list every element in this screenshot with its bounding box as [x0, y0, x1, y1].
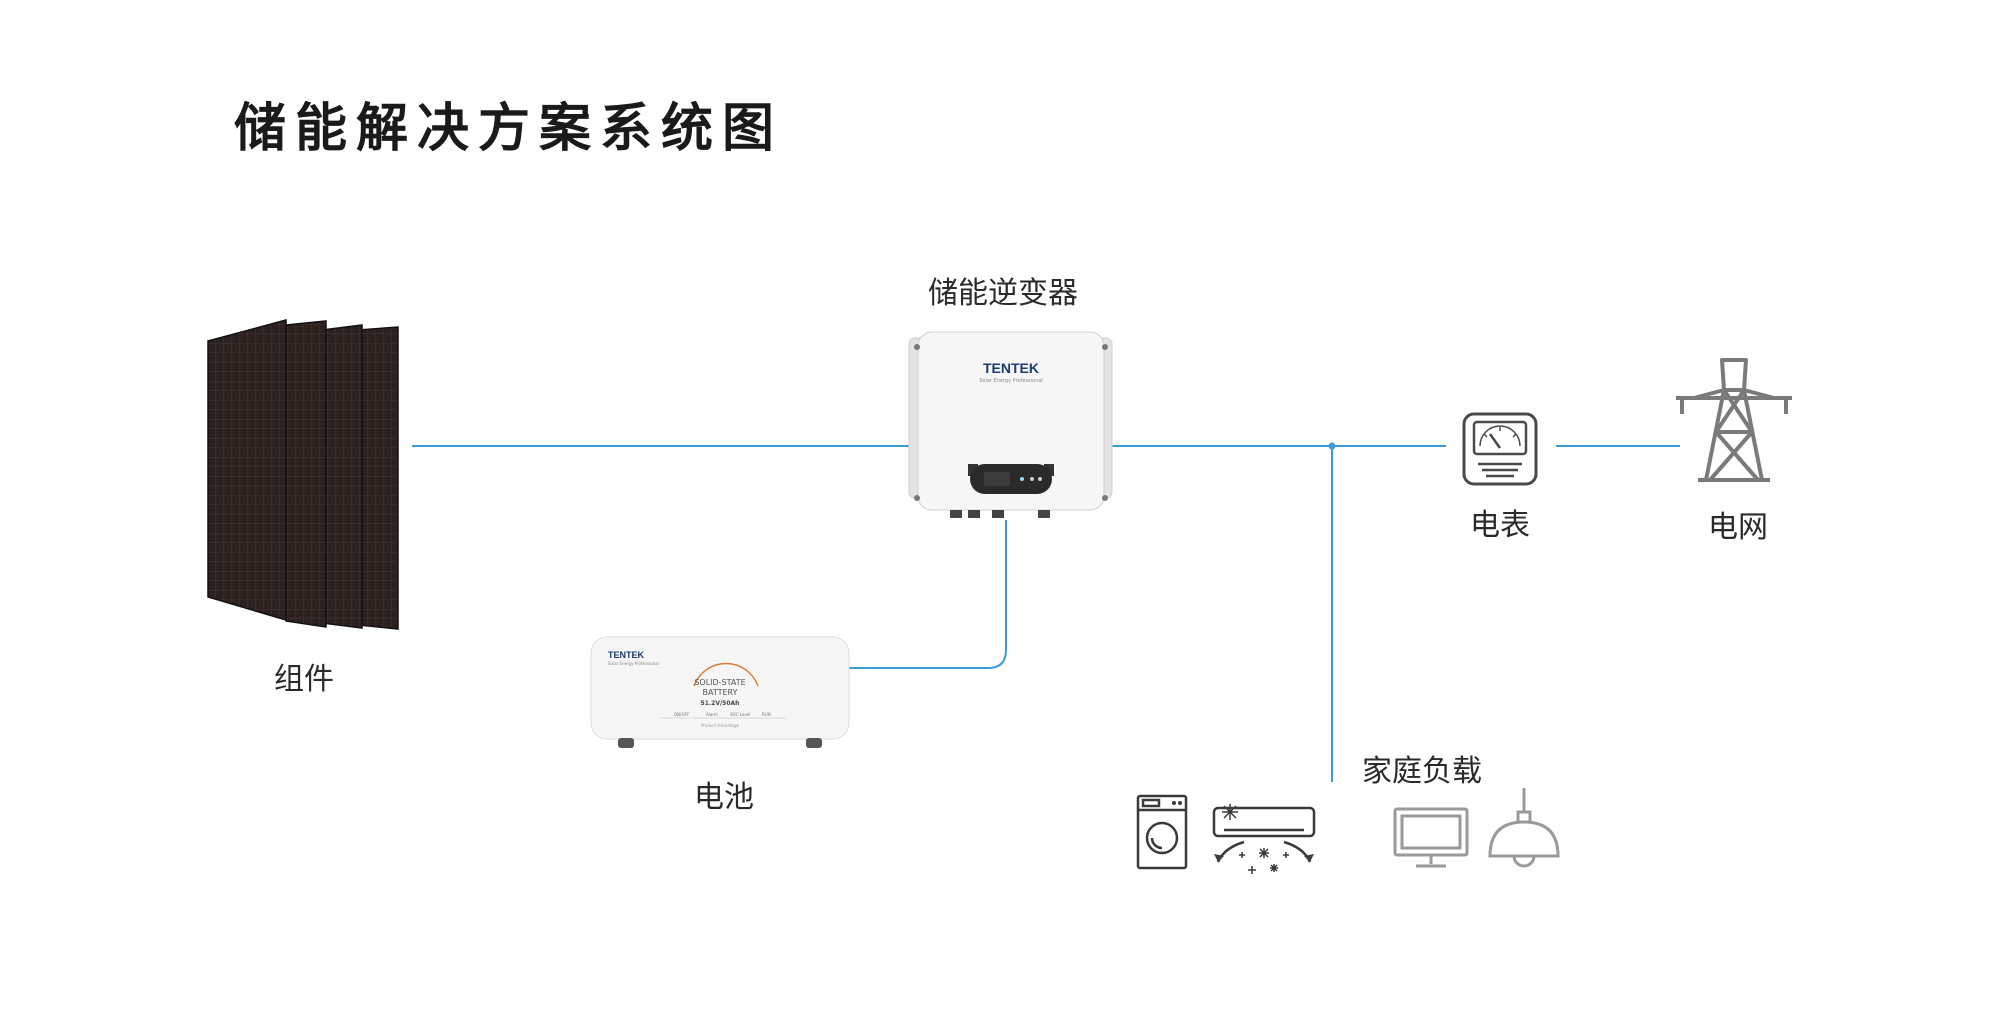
battery-line1: SOLID-STATE	[694, 678, 746, 687]
inverter-tagline: Solar Energy Professional	[979, 378, 1043, 384]
battery-tagline: Solar Energy Professional	[608, 661, 659, 666]
battery-device: TENTEK Solar Energy Professional SOLID-S…	[590, 636, 850, 748]
solar-panels-icon	[207, 319, 399, 630]
page-title: 储能解决方案系统图	[234, 99, 784, 159]
panels-label: 组件	[274, 662, 334, 697]
grid-label: 电网	[1708, 510, 1768, 545]
inverter-body-icon	[908, 331, 1113, 518]
loads-label: 家庭负载	[1362, 754, 1482, 789]
battery-status-soc: SOC Level	[730, 712, 751, 717]
battery-brand: TENTEK	[608, 650, 644, 660]
inverter-device: TENTEK Solar Energy Professional	[908, 330, 1114, 518]
wire-inverter-battery	[842, 520, 1007, 669]
air-conditioner-icon	[1212, 804, 1316, 874]
battery-spec: 51.2V/50Ah	[700, 700, 740, 707]
inverter-display-icon	[970, 464, 1052, 494]
meter-label: 电表	[1470, 508, 1530, 543]
junction-dot	[1328, 442, 1336, 450]
transmission-tower-icon	[1676, 358, 1792, 482]
battery-footer: Product Advantage	[700, 723, 740, 728]
inverter-label: 储能逆变器	[928, 276, 1078, 311]
battery-status-run: RUN	[762, 712, 771, 717]
inverter-brand: TENTEK	[983, 360, 1039, 376]
washing-machine-icon	[1136, 794, 1188, 870]
battery-status-alarm: Alarm	[706, 712, 718, 717]
battery-line2: BATTERY	[702, 688, 738, 697]
battery-status-onoff: ON/OFF	[674, 712, 690, 717]
electric-meter-icon	[1462, 412, 1538, 486]
ceiling-lamp-icon	[1488, 788, 1560, 868]
battery-body-icon	[590, 636, 850, 748]
computer-monitor-icon	[1393, 807, 1469, 868]
battery-label: 电池	[694, 780, 754, 815]
